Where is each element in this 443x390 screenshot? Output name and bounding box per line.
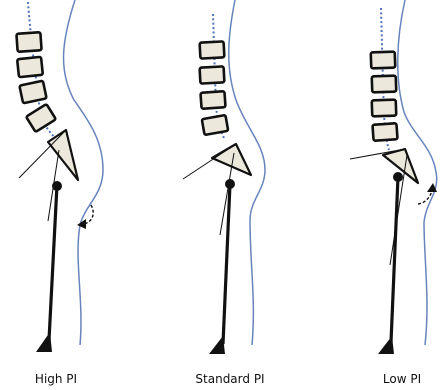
low-pi-panel [350, 0, 437, 354]
low-pi-foot [378, 336, 394, 354]
high-pi-vertebra-2 [17, 57, 43, 77]
low-pi-caption: Low PI [383, 372, 421, 386]
standard-pi-panel [183, 0, 265, 354]
standard-pi-vertebra-3 [200, 91, 225, 109]
standard-pi-foot [209, 336, 225, 354]
high-pi-hip-joint [52, 181, 62, 191]
high-pi-caption: High PI [35, 372, 77, 386]
standard-pi-caption: Standard PI [195, 372, 264, 386]
standard-pi-femur [223, 184, 230, 344]
low-pi-vertebra-2 [372, 76, 397, 93]
high-pi-panel [16, 0, 103, 352]
low-pi-vertebra-4 [372, 123, 397, 141]
standard-pi-vertebra-1 [200, 41, 225, 58]
low-pi-perpendicular-line [390, 155, 407, 265]
high-pi-foot [36, 332, 52, 352]
low-pi-vertebra-3 [372, 100, 397, 117]
high-pi-body-outline [64, 0, 103, 345]
low-pi-vertebra-1 [371, 52, 396, 69]
standard-pi-hip-joint [225, 179, 235, 189]
standard-pi-vertebra-2 [200, 66, 225, 83]
standard-pi-vertebra-4 [202, 115, 228, 135]
high-pi-vertebra-1 [16, 32, 41, 52]
high-pi-sacrum [48, 130, 78, 180]
high-pi-vertebra-4 [26, 104, 56, 132]
high-pi-vertebra-3 [19, 81, 46, 104]
low-pi-femur [391, 177, 398, 342]
low-pi-hip-joint [393, 172, 403, 182]
